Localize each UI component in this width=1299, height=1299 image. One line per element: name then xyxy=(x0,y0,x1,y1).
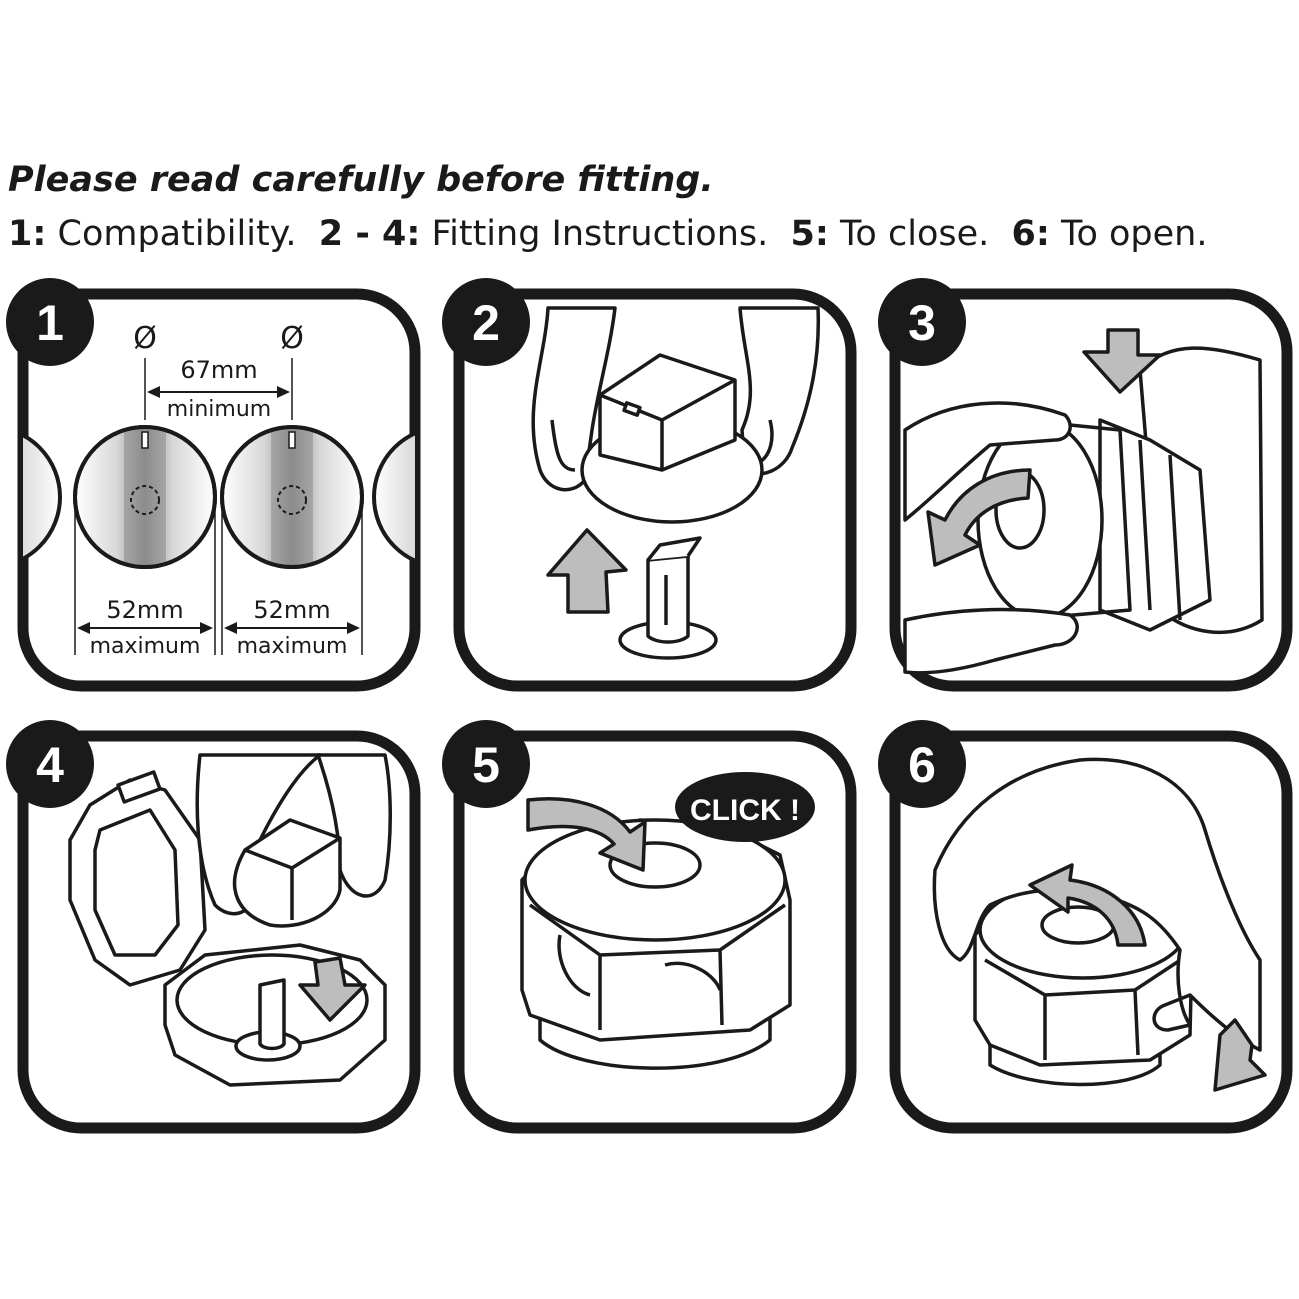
diameter-symbol-1: Ø xyxy=(133,321,157,356)
panel-5-number: 5 xyxy=(472,737,500,793)
step-2-number: 2 - 4: xyxy=(318,214,421,254)
panel-6-number: 6 xyxy=(908,737,936,793)
spacing-value: 67mm xyxy=(180,356,257,384)
panel-4-number: 4 xyxy=(36,737,64,793)
step-2-text: Fitting Instructions. xyxy=(431,214,769,254)
knob xyxy=(232,818,342,928)
knob-size-label-2: maximum xyxy=(237,634,348,659)
knob-size-label-1: maximum xyxy=(90,634,201,659)
spindle xyxy=(258,978,286,1051)
panel-6-open-cover xyxy=(932,757,1267,1092)
knob-size-value-2: 52mm xyxy=(253,596,330,624)
panel-2-frame xyxy=(453,288,857,692)
step-3-number: 5: xyxy=(790,214,829,254)
panel-5-frame xyxy=(453,730,857,1134)
right-hand xyxy=(738,306,821,476)
step-1-number: 1: xyxy=(8,214,47,254)
panel-2-number: 2 xyxy=(472,295,500,351)
panel-4-fit-knob xyxy=(68,753,392,1087)
spindle xyxy=(646,554,690,644)
up-arrow-icon xyxy=(546,528,628,614)
panel-3-open-cover xyxy=(903,328,1264,675)
front-hand xyxy=(903,401,1072,522)
knob-right-partial xyxy=(372,425,415,569)
panel-number-badges: 1 2 3 4 5 6 xyxy=(6,278,966,808)
panel-3-frame xyxy=(889,288,1293,692)
curved-arrow-icon xyxy=(526,797,647,872)
left-hand xyxy=(531,306,617,492)
step-1-text: Compatibility. xyxy=(57,214,297,254)
hand xyxy=(195,753,322,916)
knob-left-partial xyxy=(23,425,62,569)
twist-arrow-icon xyxy=(926,468,1032,567)
panel-5-close-cover: CLICK ! xyxy=(520,772,815,1070)
hand xyxy=(932,757,1262,1052)
step-3-text: To close. xyxy=(840,214,990,254)
panel-1-number: 1 xyxy=(36,295,64,351)
instructions-steps: 1: Compatibility. 2 - 4: Fitting Instruc… xyxy=(8,214,1207,254)
panel-4-frame xyxy=(17,730,421,1134)
spacing-label: minimum xyxy=(167,397,271,422)
step-4-text: To open. xyxy=(1061,214,1208,254)
panel-6-frame xyxy=(889,730,1293,1134)
click-badge xyxy=(675,772,815,842)
step-4-number: 6: xyxy=(1011,214,1050,254)
panel-3-number: 3 xyxy=(908,295,936,351)
diameter-symbol-2: Ø xyxy=(280,321,304,356)
panel-1-compatibility: Ø Ø 67mm minimum 52mm maximum 52mm maxim… xyxy=(23,321,415,659)
click-badge-text: CLICK ! xyxy=(690,794,800,827)
panel-2-remove-knob xyxy=(531,306,821,660)
instructions-title: Please read carefully before fitting. xyxy=(8,160,714,200)
down-arrow-icon xyxy=(1082,328,1162,394)
knob-size-value-1: 52mm xyxy=(106,596,183,624)
push-arrow-icon xyxy=(1213,1018,1267,1092)
curved-arrow-icon xyxy=(1028,863,1147,947)
down-arrow-icon xyxy=(298,956,367,1022)
